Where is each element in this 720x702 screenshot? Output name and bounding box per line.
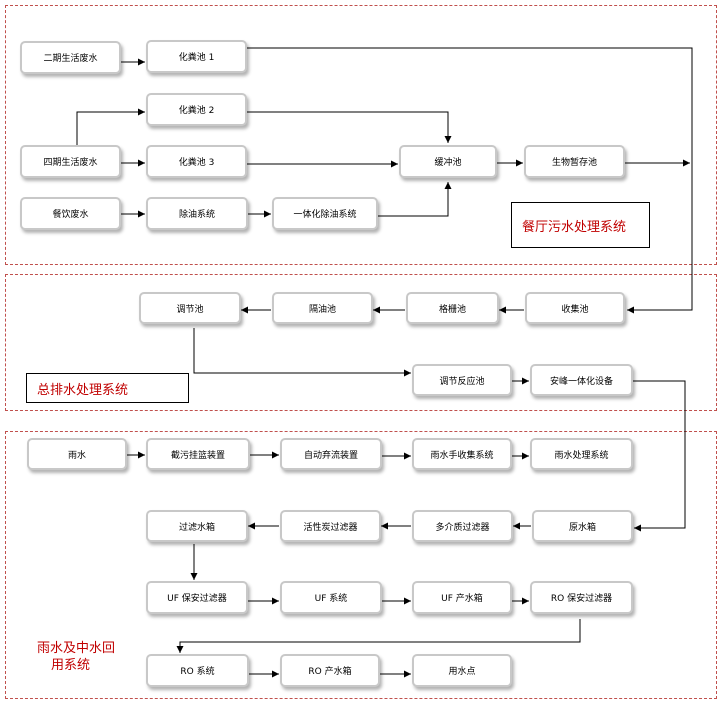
node-kitchen-waste-label: 餐饮废水 [52, 210, 89, 220]
node-uf-product-tank-label: UF 产水箱 [441, 594, 483, 604]
arrow-integrated-to-buffer [378, 182, 452, 217]
section-reuse-title: 雨水及中水回 用系统 [37, 640, 115, 674]
node-ro-product-tank: RO 产水箱 [280, 654, 380, 687]
node-anfeng-integrated-label: 安峰一体化设备 [549, 376, 613, 387]
node-phase2-waste: 二期生活废水 [20, 41, 121, 74]
node-uf-system-label: UF 系统 [314, 594, 348, 604]
node-water-point-label: 用水点 [448, 667, 476, 677]
arrow-rosec-to-rosys [176, 619, 581, 653]
node-adjust-tank-label: 调节池 [176, 304, 204, 315]
section-main-drain-title: 总排水处理系统 [26, 373, 189, 403]
node-uf-product-tank: UF 产水箱 [412, 581, 512, 614]
node-septic2-label: 化粪池 2 [178, 106, 215, 116]
node-ro-security-filter: RO 保安过滤器 [530, 581, 633, 614]
node-kitchen-waste: 餐饮废水 [20, 197, 121, 230]
node-oil-removal: 除油系统 [146, 197, 248, 230]
node-rain-treatment: 雨水处理系统 [530, 438, 633, 470]
node-collection-tank-label: 收集池 [561, 304, 589, 315]
node-multimedia-filter-label: 多介质过滤器 [435, 522, 490, 533]
node-adjust-tank: 调节池 [139, 292, 241, 324]
arrow-septic2-to-buffer [247, 111, 452, 143]
node-septic3: 化粪池 3 [146, 145, 247, 178]
node-integrated-oil-removal: 一体化除油系统 [272, 197, 378, 230]
node-oil-removal-label: 除油系统 [178, 210, 215, 220]
node-uf-security-filter: UF 保安过滤器 [146, 581, 248, 614]
node-multimedia-filter: 多介质过滤器 [412, 510, 513, 542]
node-septic1: 化粪池 1 [146, 40, 247, 73]
node-phase2-waste-label: 二期生活废水 [43, 54, 98, 64]
node-intercept-device: 截污挂篮装置 [146, 438, 250, 470]
node-rain-collection-label: 雨水手收集系统 [430, 450, 494, 461]
node-ro-system: RO 系统 [146, 654, 249, 687]
node-phase4-waste: 四期生活废水 [20, 145, 121, 178]
node-septic3-label: 化粪池 3 [178, 158, 215, 168]
node-phase4-waste-label: 四期生活废水 [43, 158, 98, 168]
node-grille-tank-label: 格栅池 [438, 304, 466, 315]
node-intercept-device-label: 截污挂篮装置 [170, 450, 225, 461]
node-adjust-reaction-tank: 调节反应池 [412, 364, 512, 396]
node-uf-system: UF 系统 [280, 581, 382, 614]
node-auto-discard-device-label: 自动弃流装置 [303, 450, 358, 461]
section-reuse-title-line1: 雨水及中水回 [37, 641, 116, 656]
section-restaurant-title-text: 餐厅污水处理系统 [522, 219, 627, 235]
node-bio-storage: 生物暂存池 [524, 145, 625, 178]
node-water-point: 用水点 [412, 654, 512, 687]
node-oil-sep-tank-label: 隔油池 [308, 304, 336, 315]
node-raw-water-tank: 原水箱 [532, 510, 633, 542]
node-filter-water-tank-label: 过滤水箱 [178, 522, 215, 533]
section-restaurant-frame [5, 5, 717, 265]
node-rainwater-label: 雨水 [67, 450, 86, 461]
node-rainwater: 雨水 [27, 438, 127, 470]
arrow-phase4-to-septic2 [76, 108, 145, 145]
node-septic2: 化粪池 2 [146, 93, 247, 126]
node-carbon-filter: 活性炭过滤器 [280, 510, 381, 542]
node-rain-collection: 雨水手收集系统 [412, 438, 512, 470]
node-carbon-filter-label: 活性炭过滤器 [303, 522, 358, 533]
node-ro-product-tank-label: RO 产水箱 [308, 667, 352, 677]
node-ro-system-label: RO 系统 [180, 667, 215, 677]
arrow-adjust-to-reaction [193, 328, 411, 377]
node-integrated-oil-removal-label: 一体化除油系统 [293, 210, 357, 220]
node-collection-tank: 收集池 [525, 292, 625, 324]
node-buffer-tank: 缓冲池 [399, 145, 497, 178]
section-reuse-title-line2: 用系统 [51, 658, 91, 673]
node-anfeng-integrated: 安峰一体化设备 [530, 364, 633, 396]
node-adjust-reaction-tank-label: 调节反应池 [439, 376, 485, 387]
section-main-drain-frame [5, 274, 717, 411]
node-uf-security-filter-label: UF 保安过滤器 [167, 594, 227, 604]
node-oil-sep-tank: 隔油池 [272, 292, 373, 324]
node-grille-tank: 格栅池 [406, 292, 499, 324]
section-main-drain-title-text: 总排水处理系统 [37, 382, 129, 398]
node-ro-security-filter-label: RO 保安过滤器 [550, 594, 613, 604]
node-auto-discard-device: 自动弃流装置 [280, 438, 382, 470]
arrow-septic1-to-outlet [247, 47, 693, 314]
arrow-anfeng-to-rawtank [633, 380, 686, 532]
node-raw-water-tank-label: 原水箱 [568, 522, 596, 533]
node-rain-treatment-label: 雨水处理系统 [554, 450, 609, 461]
node-bio-storage-label: 生物暂存池 [551, 158, 597, 168]
node-buffer-tank-label: 缓冲池 [434, 158, 462, 168]
node-septic1-label: 化粪池 1 [178, 53, 215, 63]
section-restaurant-title: 餐厅污水处理系统 [511, 202, 650, 248]
section-reuse-frame [5, 431, 717, 699]
node-filter-water-tank: 过滤水箱 [146, 510, 248, 542]
